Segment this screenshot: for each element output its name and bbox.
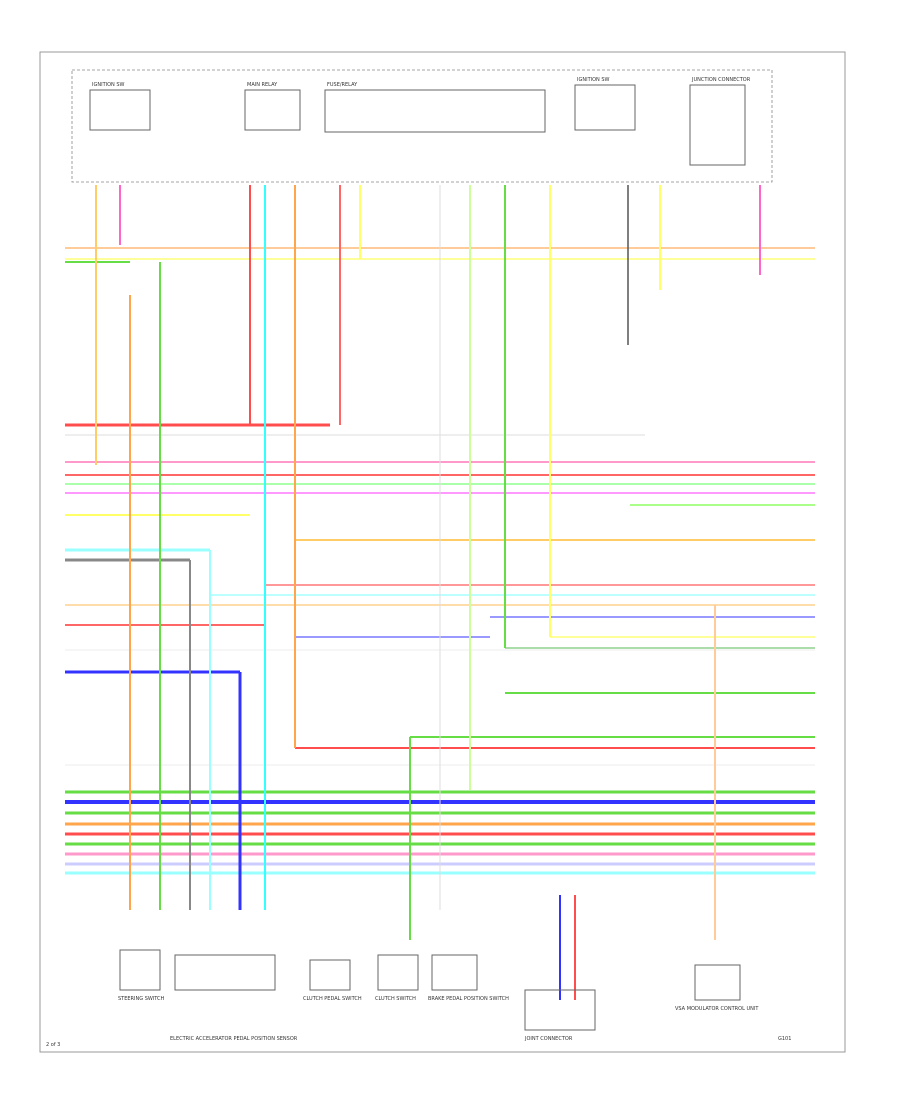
relay-box-2-label: FUSE/RELAY <box>327 82 358 88</box>
ignition-switch-right-label: IGNITION SW <box>577 77 610 83</box>
fuse-block-outline <box>71 69 773 183</box>
relay-box-1-label: MAIN RELAY <box>247 82 278 88</box>
vertical-wire-group <box>95 185 761 1000</box>
diagram-frame <box>39 51 846 1053</box>
ignition-switch-box <box>89 89 151 131</box>
clutch-switch-b-label: CLUTCH SWITCH <box>375 996 416 1002</box>
pedal-module-box <box>174 954 276 991</box>
vsa-module-label: VSA MODULATOR CONTROL UNIT <box>675 1006 759 1012</box>
relay-box-1 <box>244 89 301 131</box>
vsa-module-box <box>694 964 741 1001</box>
brake-switch-label: BRAKE PEDAL POSITION SWITCH <box>428 996 509 1002</box>
relay-box-2 <box>324 89 546 133</box>
clutch-switch-a-label: CLUTCH PEDAL SWITCH <box>303 996 362 1002</box>
bottom-connector-box <box>524 989 596 1031</box>
ground-label: G101 <box>778 1036 791 1042</box>
brake-switch-box <box>431 954 478 991</box>
steering-switch-label: STEERING SWITCH <box>118 996 165 1002</box>
clutch-switch-a-box <box>309 959 351 991</box>
steering-switch-box <box>119 949 161 991</box>
bottom-component-group: STEERING SWITCH ELECTRIC ACCELERATOR PED… <box>118 949 791 1042</box>
clutch-switch-b-box <box>377 954 419 991</box>
junction-label: JUNCTION CONNECTOR <box>691 77 751 83</box>
page-number: 2 of 3 <box>46 1042 60 1048</box>
ignition-switch-label: IGNITION SW <box>92 82 125 88</box>
pedal-module-label: ELECTRIC ACCELERATOR PEDAL POSITION SENS… <box>170 1036 298 1042</box>
bottom-connector-label: JOINT CONNECTOR <box>524 1036 573 1042</box>
ignition-switch-right-box <box>574 84 636 131</box>
junction-box <box>689 84 746 166</box>
